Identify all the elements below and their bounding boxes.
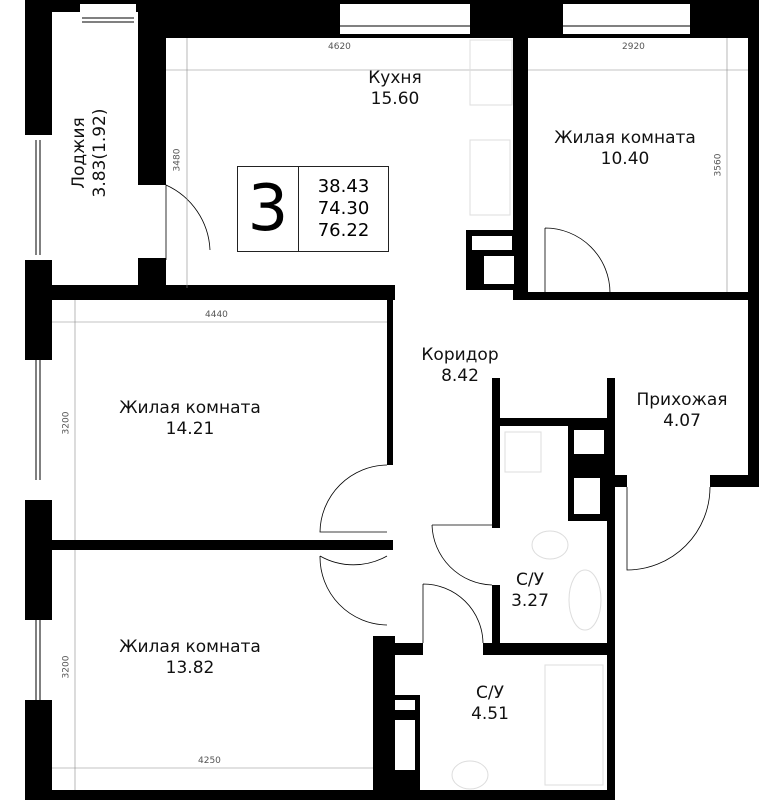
wall [373, 636, 395, 800]
wall [25, 260, 52, 360]
wall [710, 475, 759, 487]
door-bedroom1 [544, 227, 611, 294]
wall [387, 300, 393, 465]
room-area: 4.51 [471, 704, 509, 724]
wall [492, 585, 500, 645]
room-area: 14.21 [165, 419, 215, 439]
wall-right [748, 0, 759, 485]
room-kitchen: Кухня 15.60 [340, 68, 450, 110]
wall [528, 292, 758, 300]
bedroom2-width: 4440 [205, 310, 228, 320]
kitchen-width: 4620 [328, 42, 351, 52]
bedroom2-height: 3200 [61, 411, 72, 435]
wall [25, 500, 52, 620]
bedroom3-height: 3200 [61, 655, 72, 679]
total-area-with-loggia: 76.22 [317, 220, 370, 241]
room-name: Жилая комната [554, 128, 696, 148]
room-name: Прихожая [636, 390, 728, 410]
wall [607, 378, 615, 800]
wall [25, 700, 52, 800]
rooms-count: 3 [238, 167, 299, 251]
room-bedroom3: Жилая комната 13.82 [100, 637, 280, 679]
dimension-lines [52, 38, 748, 790]
wall [25, 0, 52, 135]
door-loggia [165, 184, 211, 260]
room-name: Лоджия [69, 117, 89, 189]
room-area: 4.07 [663, 411, 701, 431]
bedroom3-width: 4250 [198, 756, 221, 766]
wall [25, 540, 393, 550]
bedroom1-width: 2920 [622, 42, 645, 52]
wall [500, 418, 615, 426]
door-bathroom1 [431, 524, 493, 586]
room-bathroom2: С/У 4.51 [460, 683, 520, 725]
wall [483, 643, 615, 655]
room-hallway: Прихожая 4.07 [622, 390, 742, 432]
wall [492, 378, 500, 528]
wall-bottom [25, 790, 615, 800]
room-bedroom2: Жилая комната 14.21 [100, 398, 280, 440]
room-area: 15.60 [370, 89, 420, 109]
door-entrance [626, 486, 711, 571]
room-name: Коридор [421, 345, 499, 365]
room-bathroom1: С/У 3.27 [500, 570, 560, 612]
door-bedroom3 [319, 555, 388, 626]
doors [165, 184, 711, 644]
fixtures [451, 39, 604, 790]
room-name: Жилая комната [119, 637, 261, 657]
door-bathroom2 [422, 583, 484, 644]
room-name: С/У [516, 570, 544, 590]
room-area: 3.83(1.92) [90, 108, 110, 198]
room-corridor: Коридор 8.42 [405, 345, 515, 387]
living-area: 38.43 [317, 176, 370, 197]
door-bedroom2 [319, 464, 388, 533]
room-name: Кухня [368, 68, 422, 88]
wall [615, 475, 627, 487]
room-area: 13.82 [165, 658, 215, 678]
room-area: 10.40 [600, 149, 650, 169]
room-name: С/У [476, 683, 504, 703]
room-area: 3.27 [511, 591, 549, 611]
kitchen-height: 3480 [172, 148, 183, 172]
windows [35, 17, 693, 700]
room-loggia: Лоджия 3.83(1.92) [69, 83, 111, 223]
total-area: 74.30 [317, 198, 370, 219]
wall [373, 643, 423, 655]
room-name: Жилая комната [119, 398, 261, 418]
apartment-summary-badge: 3 38.43 74.30 76.22 [237, 166, 389, 252]
wall [25, 285, 395, 300]
room-area: 8.42 [441, 366, 479, 386]
wall [138, 0, 166, 185]
room-bedroom1: Жилая комната 10.40 [535, 128, 715, 170]
